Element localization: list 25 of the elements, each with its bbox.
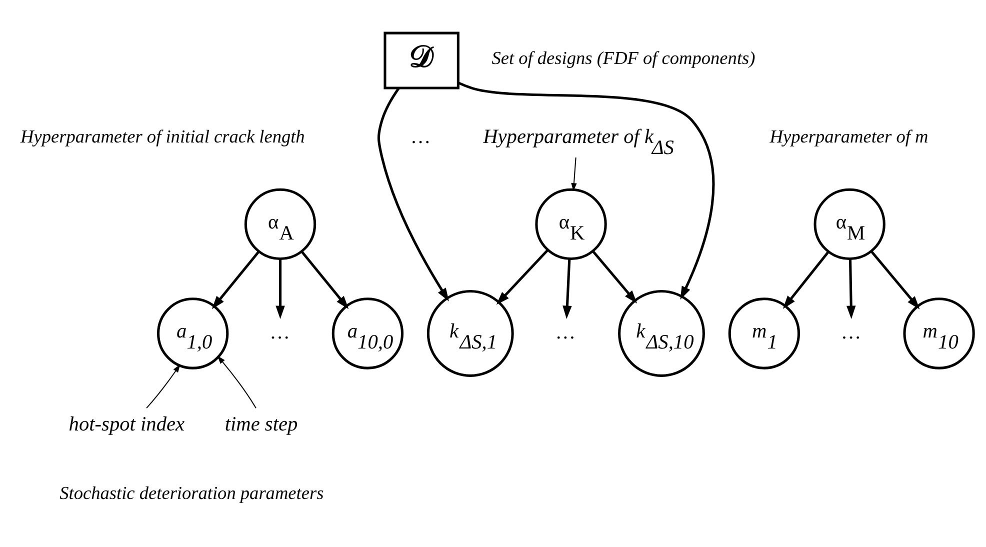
node-text: … [840, 322, 862, 344]
arrow [458, 82, 715, 300]
arrow [378, 87, 449, 302]
arrow [146, 364, 180, 408]
arrow [276, 258, 285, 319]
node-text: time step [224, 414, 298, 436]
node-text: … [270, 322, 290, 344]
arrow [300, 250, 349, 310]
arrow [562, 258, 572, 319]
arrow [217, 356, 256, 408]
node-label: Set of designs (FDF of components) [492, 48, 756, 68]
arrow [571, 157, 577, 192]
arrow [592, 250, 638, 304]
arrow [782, 250, 830, 309]
arrow [496, 249, 549, 305]
label: … [412, 126, 430, 148]
node-text: … [555, 322, 576, 344]
node-text: hot-spot index [68, 414, 185, 436]
node-label: Hyperparameter of m [770, 126, 928, 146]
label: Stochastic deterioration parameters [60, 483, 324, 504]
node-label: Hyperparameter of initial crack length [20, 126, 305, 146]
arrow [846, 258, 856, 319]
node-box: 𝒟 [384, 32, 460, 90]
arrow [870, 250, 920, 310]
arrow [212, 250, 260, 310]
